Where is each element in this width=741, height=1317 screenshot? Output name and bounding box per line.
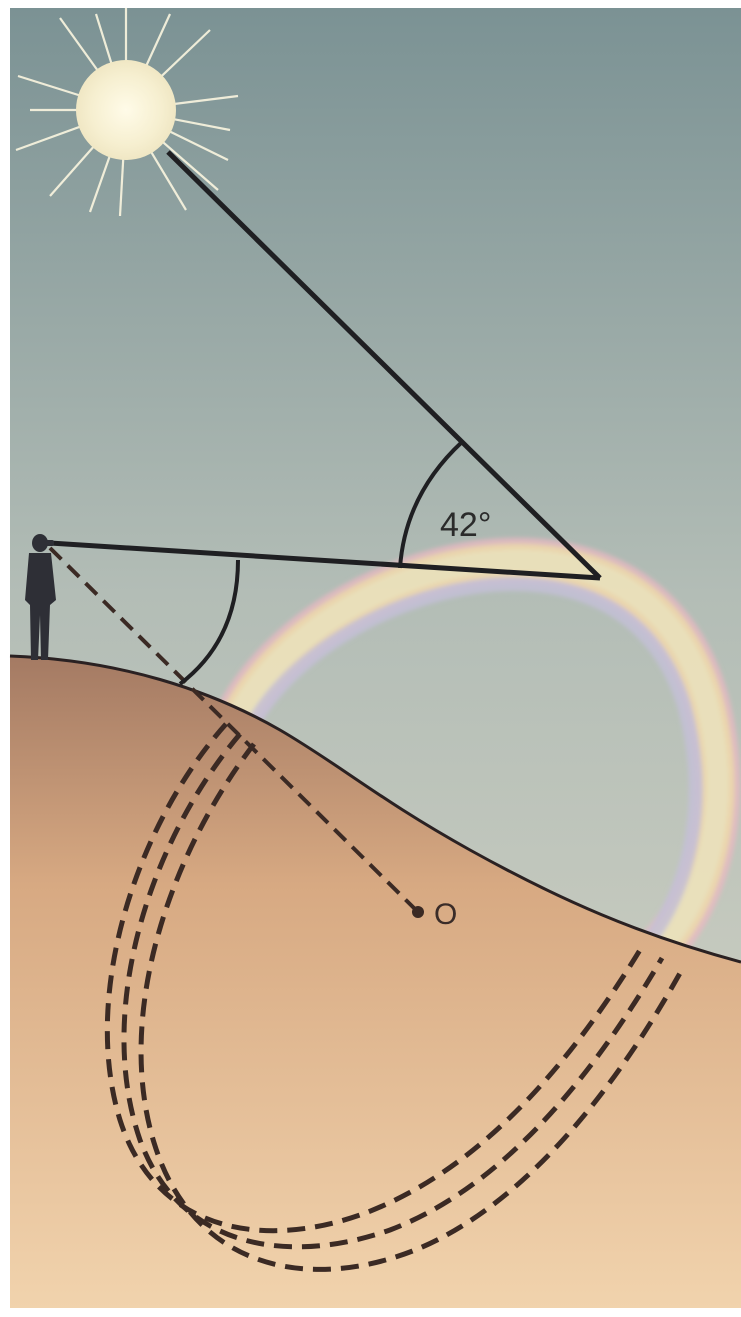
angle-label: 42° <box>440 506 491 544</box>
center-label: O <box>434 898 457 931</box>
antisolar-point <box>412 906 424 918</box>
